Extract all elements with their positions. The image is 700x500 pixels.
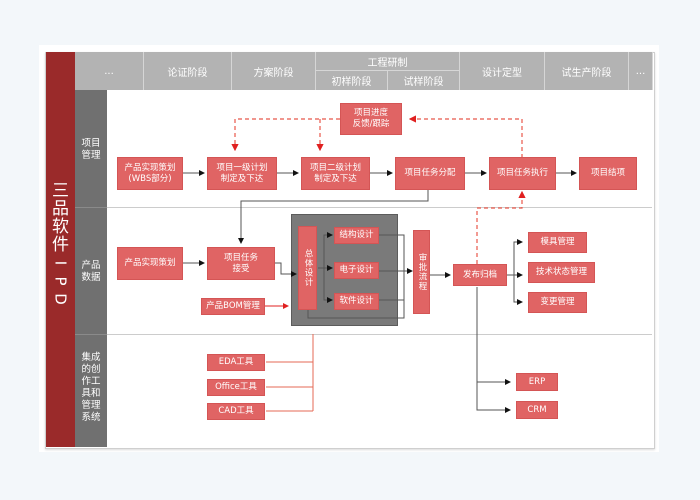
box-label: 项目一级计划 制定及下达	[216, 162, 268, 184]
box-software-design[interactable]: 软件设计	[334, 293, 379, 310]
lane-divider	[107, 334, 652, 335]
box-task-accept[interactable]: 项目任务 接受	[207, 247, 275, 280]
phase-header-engineering: 工程研制	[316, 52, 460, 71]
box-product-planning-wbs[interactable]: 产品实现策划 (WBS部分)	[117, 157, 183, 190]
phase-header-argument: 论证阶段	[144, 52, 232, 90]
box-label: ERP	[528, 376, 546, 387]
box-label: 项目任务执行	[496, 168, 548, 178]
box-label: CAD工具	[218, 406, 254, 416]
box-approval-process[interactable]: 审批流程	[413, 230, 430, 314]
lane-label-project-management: 项目 管理	[81, 138, 101, 161]
title-char: 三	[52, 181, 69, 201]
phase-header-trial-production: 试生产阶段	[545, 52, 629, 90]
box-task-execution[interactable]: 项目任务执行	[489, 157, 556, 190]
box-label: 结构设计	[339, 230, 374, 240]
box-task-allocation[interactable]: 项目任务分配	[395, 157, 465, 190]
lane-label-product-data: 产品 数据	[81, 260, 101, 283]
box-label: 变更管理	[540, 297, 575, 307]
phase-label: 试生产阶段	[561, 67, 612, 79]
subphase-header-trial: 试样阶段	[388, 71, 460, 90]
box-label: EDA工具	[218, 357, 254, 367]
box-bom-management[interactable]: 产品BOM管理	[201, 298, 265, 315]
box-overall-design[interactable]: 总体设计	[298, 226, 317, 310]
title-char: D	[51, 293, 70, 305]
lane-label-integrated-tools: 集成 的创 作工 具和 管理 系统	[81, 352, 101, 423]
subphase-label: 初样阶段	[331, 77, 372, 88]
box-structure-design[interactable]: 结构设计	[334, 227, 379, 244]
box-release-archive[interactable]: 发布归档	[453, 264, 507, 286]
title-char: 软	[52, 217, 69, 237]
phase-label: 论证阶段	[167, 67, 208, 79]
lane-divider	[107, 207, 652, 208]
box-label: 项目二级计划 制定及下达	[309, 162, 361, 184]
box-label: 项目任务分配	[404, 168, 456, 178]
box-label: 项目进度 反馈/跟踪	[352, 108, 390, 129]
box-label: 项目结项	[590, 168, 625, 178]
phase-label: 方案阶段	[253, 67, 294, 79]
box-label: 产品BOM管理	[206, 301, 260, 311]
box-level1-plan[interactable]: 项目一级计划 制定及下达	[207, 157, 277, 190]
box-label: 审批流程	[417, 253, 427, 291]
box-change-management[interactable]: 变更管理	[528, 292, 587, 313]
box-label: 项目任务 接受	[223, 252, 258, 274]
box-label: Office工具	[215, 382, 257, 392]
box-label: 发布归档	[462, 269, 497, 280]
lane-divider	[75, 207, 107, 208]
box-label: 总体设计	[303, 249, 313, 287]
phase-label: 设计定型	[482, 67, 522, 79]
phase-label: 工程研制	[367, 57, 408, 69]
phase-label: ...	[635, 65, 646, 77]
box-erp[interactable]: ERP	[516, 373, 558, 391]
box-product-planning[interactable]: 产品实现策划	[117, 247, 183, 280]
box-label: 产品实现策划 (WBS部分)	[124, 162, 176, 184]
box-label: 软件设计	[339, 296, 374, 306]
box-mold-management[interactable]: 模具管理	[528, 232, 587, 253]
phase-header-scheme: 方案阶段	[232, 52, 316, 90]
box-project-closure[interactable]: 项目结项	[579, 157, 637, 190]
box-label: 电子设计	[339, 265, 374, 275]
box-office-tool[interactable]: Office工具	[207, 379, 265, 396]
box-crm[interactable]: CRM	[516, 401, 558, 419]
box-cad-tool[interactable]: CAD工具	[207, 403, 265, 420]
subphase-label: 试样阶段	[403, 77, 444, 88]
subphase-header-prototype: 初样阶段	[316, 71, 388, 90]
box-label: 模具管理	[540, 237, 575, 247]
box-label: 产品实现策划	[124, 258, 176, 268]
box-progress-feedback[interactable]: 项目进度 反馈/跟踪	[340, 103, 402, 135]
title-char: 件	[52, 235, 69, 255]
phase-header-ellipsis-right: ...	[629, 52, 653, 90]
phase-header-finalize: 设计定型	[460, 52, 545, 90]
box-config-management[interactable]: 技术状态管理	[528, 262, 595, 283]
title-char: 品	[52, 199, 69, 219]
phase-header-ellipsis-left: ...	[75, 52, 144, 90]
lane-divider	[75, 334, 107, 335]
box-label: 技术状态管理	[535, 267, 587, 277]
box-eda-tool[interactable]: EDA工具	[207, 354, 265, 371]
box-electronic-design[interactable]: 电子设计	[334, 262, 379, 279]
box-level2-plan[interactable]: 项目二级计划 制定及下达	[301, 157, 370, 190]
phase-label: ...	[104, 65, 114, 77]
lane-header-column	[75, 90, 107, 447]
box-label: CRM	[527, 404, 547, 415]
